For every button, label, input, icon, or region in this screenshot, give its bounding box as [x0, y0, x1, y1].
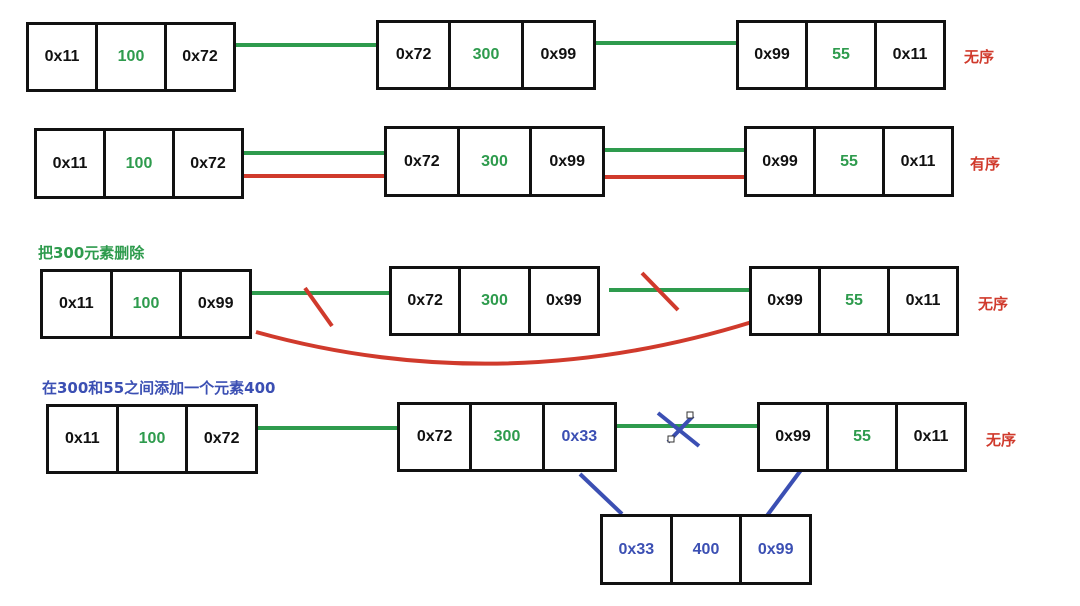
node-prev-cell: 0x99 [739, 23, 808, 87]
node-value-cell: 100 [113, 272, 183, 336]
node-r4-1: 0x11 100 0x72 [46, 404, 258, 474]
node-r4-3: 0x99 55 0x11 [757, 402, 967, 472]
node-prev-cell: 0x11 [43, 272, 113, 336]
link-new-out [764, 464, 806, 519]
row-tag: 有序 [970, 155, 1001, 173]
node-next-cell: 0x11 [913, 428, 949, 445]
node-prev-cell: 0x11 [37, 131, 106, 196]
node-prev-cell: 0x11 [29, 25, 98, 89]
node-prev-cell: 0x99 [752, 269, 821, 333]
node-prev-cell: 0x72 [392, 269, 462, 333]
row-caption: 把300元素删除 [38, 244, 145, 262]
node-r2-2: 0x72 300 0x99 [384, 126, 605, 197]
node-prev-cell: 0x33 [603, 517, 673, 582]
node-r1-3: 0x99 55 0x11 [736, 20, 946, 90]
node-r3-2: 0x72 300 0x99 [389, 266, 600, 336]
node-next-cell: 0x72 [182, 48, 218, 65]
node-value-cell: 300 [451, 23, 524, 87]
row-tag: 无序 [978, 295, 1009, 313]
node-prev-cell: 0x11 [49, 407, 119, 471]
node-prev-cell: 0x72 [400, 405, 473, 469]
node-next-cell: 0x99 [546, 292, 582, 309]
node-next-cell: 0x72 [203, 430, 240, 447]
row-caption: 在300和55之间添加一个元素400 [42, 379, 276, 397]
node-value-cell: 300 [460, 129, 533, 194]
node-r4-2: 0x72 300 0x33 [397, 402, 617, 472]
node-value-cell: 55 [808, 23, 877, 87]
node-value-cell: 400 [673, 517, 743, 582]
node-next-cell: 0x33 [561, 428, 598, 445]
node-next-cell: 0x99 [549, 152, 585, 170]
node-next-cell: 0x72 [190, 154, 226, 172]
node-new-400: 0x33 400 0x99 [600, 514, 812, 585]
row-tag: 无序 [986, 431, 1017, 449]
selection-handle [686, 411, 694, 419]
selection-handle [667, 435, 675, 443]
node-prev-cell: 0x99 [760, 405, 829, 469]
node-r1-1: 0x11 100 0x72 [26, 22, 236, 92]
node-prev-cell: 0x72 [387, 129, 460, 194]
node-r2-1: 0x11 100 0x72 [34, 128, 244, 199]
node-value-cell: 100 [106, 131, 175, 196]
node-value-cell: 55 [829, 405, 898, 469]
node-prev-cell: 0x72 [379, 23, 452, 87]
bypass-link-r3 [255, 320, 753, 366]
node-r3-1: 0x11 100 0x99 [40, 269, 252, 339]
node-value-cell: 55 [821, 269, 890, 333]
node-r2-3: 0x99 55 0x11 [744, 126, 954, 197]
node-r1-2: 0x72 300 0x99 [376, 20, 596, 90]
node-value-cell: 100 [119, 407, 189, 471]
cut-mark-r3-b [640, 271, 680, 312]
node-next-cell: 0x11 [905, 292, 941, 309]
node-prev-cell: 0x99 [747, 129, 816, 194]
node-next-cell: 0x11 [892, 46, 928, 63]
node-next-cell: 0x99 [197, 295, 234, 312]
node-next-cell: 0x11 [900, 152, 936, 170]
node-next-cell: 0x99 [757, 540, 794, 558]
node-value-cell: 300 [472, 405, 545, 469]
node-value-cell: 300 [461, 269, 531, 333]
cut-mark-r3-a [303, 286, 334, 328]
node-value-cell: 55 [816, 129, 885, 194]
node-r3-3: 0x99 55 0x11 [749, 266, 959, 336]
node-next-cell: 0x99 [540, 46, 577, 63]
node-value-cell: 100 [98, 25, 167, 89]
link-new-in [578, 472, 624, 516]
row-tag: 无序 [964, 48, 995, 66]
